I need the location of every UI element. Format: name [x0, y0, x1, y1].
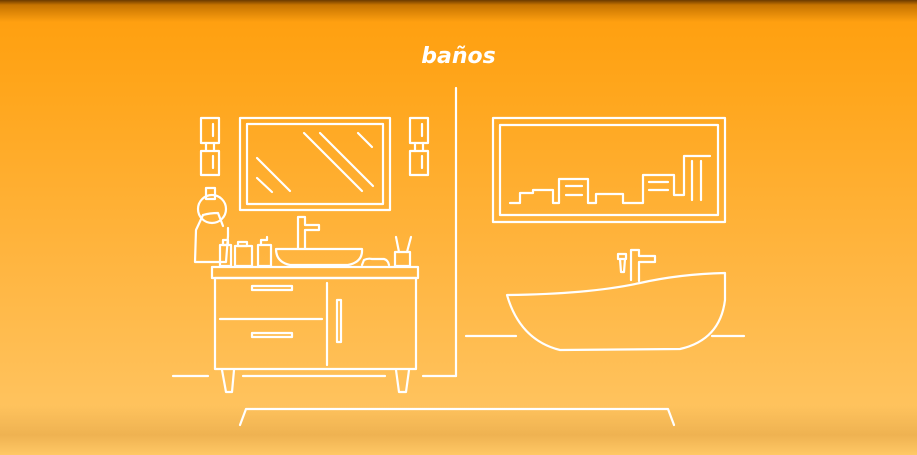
base-platform — [238, 407, 676, 427]
toothbrush-cup-icon — [393, 235, 413, 268]
bathtub-scene — [464, 116, 746, 352]
bathtub-icon — [505, 248, 727, 352]
city-painting — [491, 116, 727, 224]
sink-icon — [274, 215, 364, 267]
cabinet — [210, 265, 420, 394]
towel-ring-icon — [193, 186, 230, 264]
bottom-shade — [0, 405, 917, 455]
sconce-left-icon — [199, 116, 221, 177]
page-title: baños — [421, 44, 496, 69]
vanity-scene — [171, 116, 458, 394]
soap-dish-icon — [360, 257, 391, 267]
sconce-right-icon — [408, 116, 430, 177]
mirror — [238, 116, 392, 212]
